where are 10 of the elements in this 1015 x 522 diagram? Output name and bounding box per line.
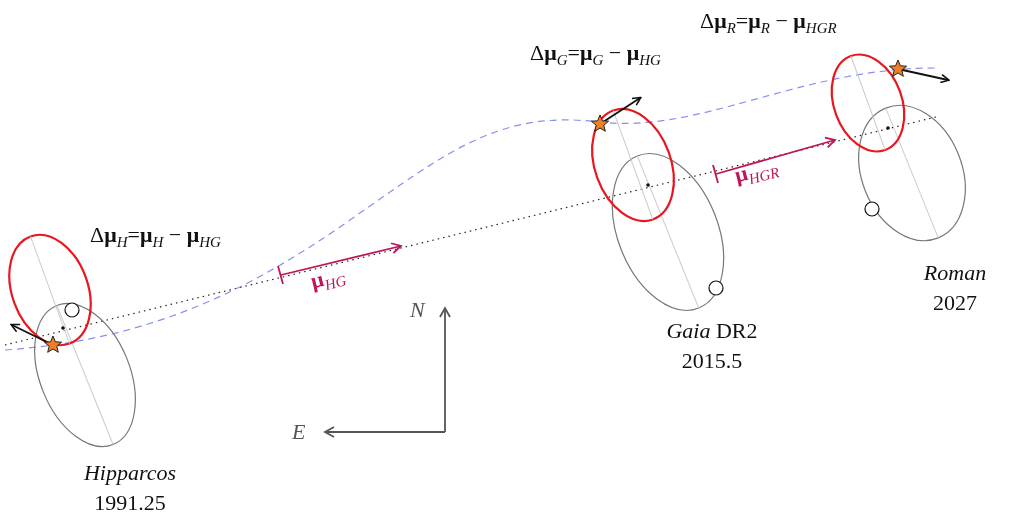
formula-label: Δμ$_{G}$=μ$_{G}$ − μ$_{HG}$	[530, 40, 661, 70]
epoch-label: Gaia DR2 2015.5	[665, 317, 759, 375]
axis-label: N	[410, 297, 425, 323]
epoch-label: Roman 2027	[922, 259, 988, 317]
formula-label: Δμ$_{H}$=μ$_{H}$ − μ$_{HG}$	[90, 222, 221, 252]
formula-label: Δμ$_{R}$=μ$_{R}$ − μ$_{HGR}$	[700, 8, 837, 38]
vector-label: μ$_{HG}$	[308, 264, 349, 296]
axis-label: E	[292, 419, 306, 445]
epoch-label: Hipparcos 1991.25	[82, 459, 178, 517]
vector-label: μ$_{HGR}$	[732, 158, 782, 190]
